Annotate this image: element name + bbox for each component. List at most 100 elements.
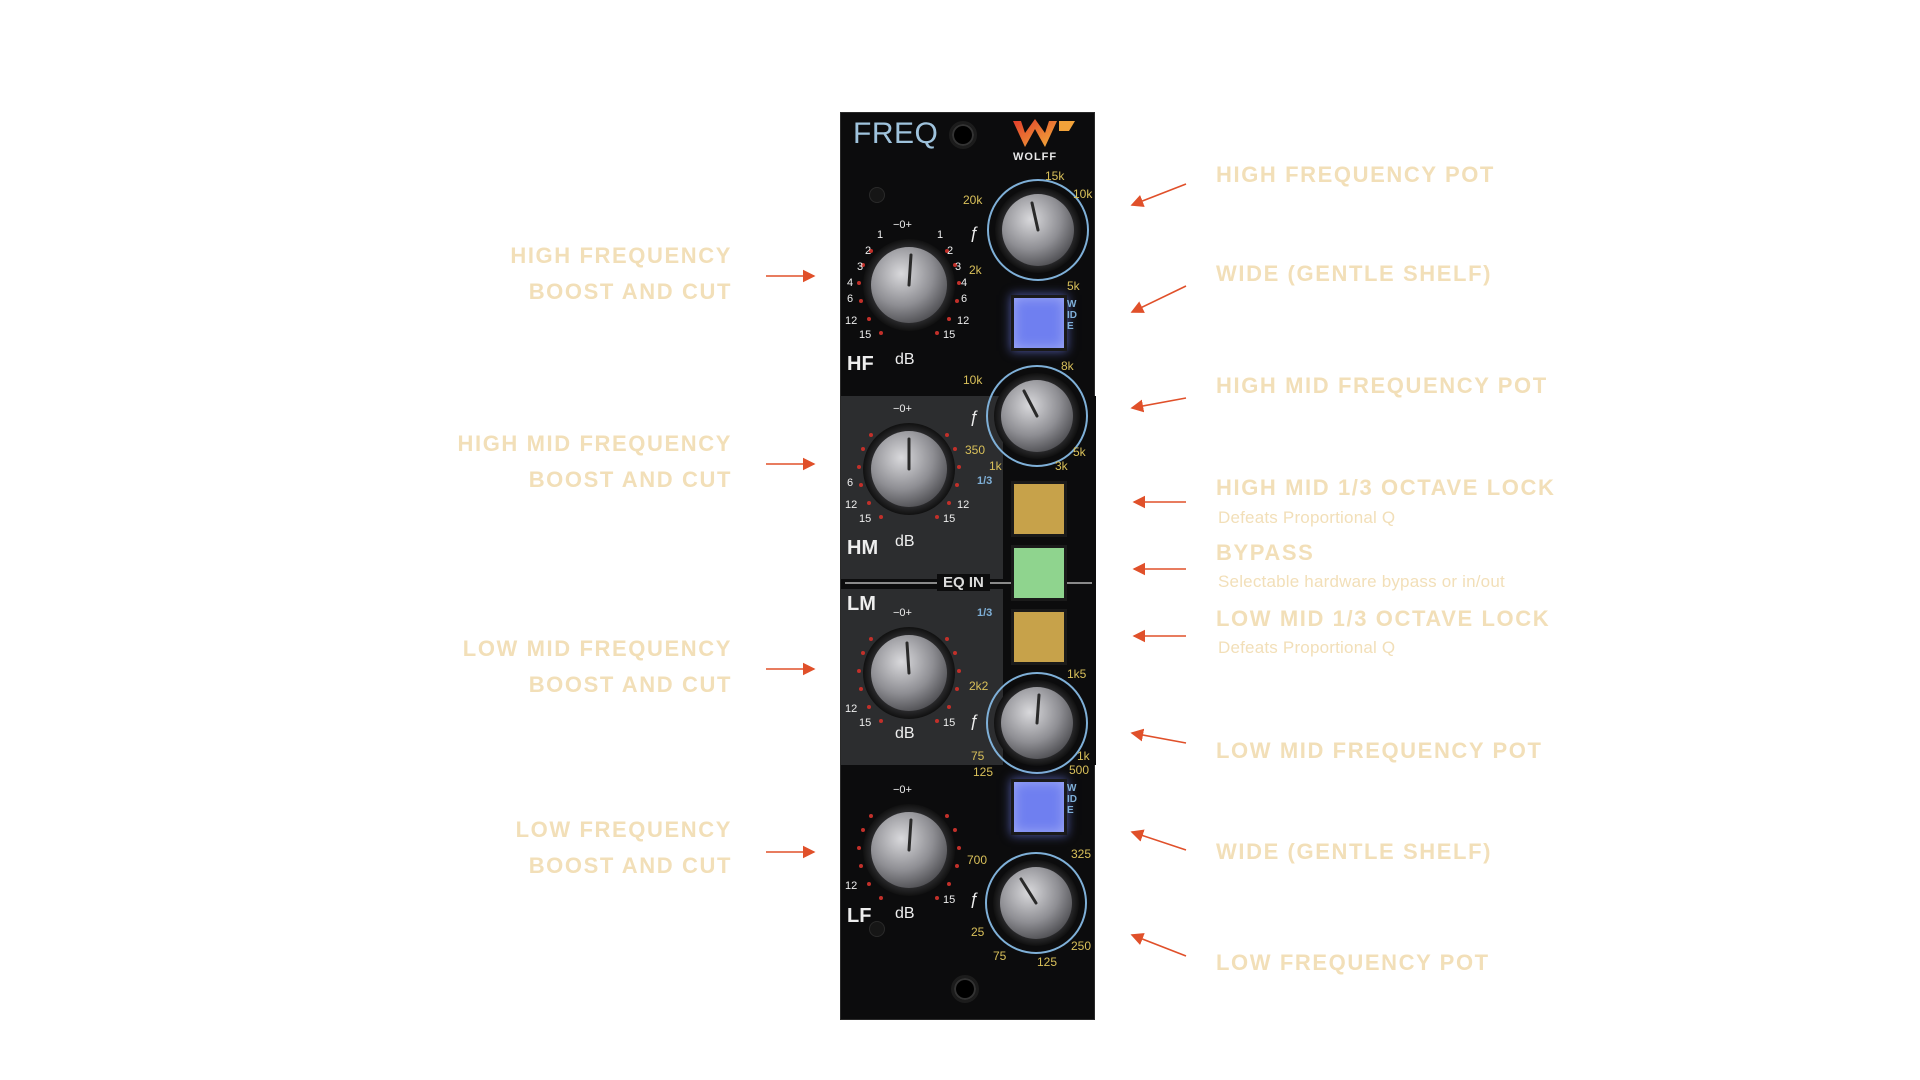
lm-freq-symbol: ƒ bbox=[969, 711, 979, 730]
hf-gain-mark-12-r: 12 bbox=[957, 315, 970, 327]
lf-freq-325: 325 bbox=[1071, 847, 1092, 861]
annotation-bypass-sub: Selectable hardware bypass or in/out bbox=[1218, 572, 1505, 591]
annotation-hf-gain-line2: BOOST AND CUT bbox=[528, 279, 732, 304]
gain-scale-dots bbox=[857, 249, 961, 900]
annotation-lf-gain-line2: BOOST AND CUT bbox=[528, 853, 732, 878]
arrow-right-9 bbox=[1130, 933, 1187, 957]
hf-gain-mark-6-r: 6 bbox=[961, 293, 968, 305]
annotation-lm-freq: LOW MID FREQUENCY POT bbox=[1216, 738, 1543, 763]
annotation-lf-gain: LOW FREQUENCY BOOST AND CUT bbox=[212, 812, 732, 884]
wolff-logo bbox=[1013, 119, 1075, 147]
lm-freq-1k: 1k bbox=[1077, 749, 1090, 763]
hm-third-octave-label: 1/3 bbox=[977, 475, 993, 487]
bottom-screw-hole bbox=[951, 975, 979, 1003]
hm-gain-center: −0+ bbox=[893, 403, 912, 415]
annotation-hm-third: HIGH MID 1/3 OCTAVE LOCK bbox=[1216, 475, 1556, 500]
hm-gain-mark-15: 15 bbox=[859, 513, 872, 525]
lf-db-label: dB bbox=[895, 905, 915, 922]
brand-label: WOLFF bbox=[1013, 151, 1058, 163]
hf-gain-mark-15-r: 15 bbox=[943, 329, 956, 341]
panel-screw-small bbox=[869, 187, 885, 203]
annotation-hf-gain: HIGH FREQUENCY BOOST AND CUT bbox=[212, 238, 732, 310]
hf-freq-15k: 15k bbox=[1045, 169, 1065, 183]
hf-gain-mark-2: 2 bbox=[865, 245, 872, 257]
hm-frequency-knob[interactable] bbox=[986, 365, 1088, 467]
knob-layer bbox=[857, 179, 1089, 954]
lm-freq-2k2: 2k2 bbox=[969, 679, 989, 693]
hf-freq-2k: 2k bbox=[969, 263, 982, 277]
lf-band-label: LF bbox=[847, 905, 872, 927]
hm-gain-mark-6: 6 bbox=[847, 477, 854, 489]
arrow-right-3 bbox=[1130, 397, 1187, 413]
hf-gain-mark-15: 15 bbox=[859, 329, 872, 341]
hf-gain-mark-12: 12 bbox=[845, 315, 858, 327]
lm-gain-mark-15: 15 bbox=[859, 717, 872, 729]
arrow-right-1 bbox=[1130, 183, 1187, 207]
annotation-lf-gain-line1: LOW FREQUENCY bbox=[515, 817, 732, 842]
lm-freq-1k5: 1k5 bbox=[1067, 667, 1087, 681]
hm-freq-5k: 5k bbox=[1073, 445, 1086, 459]
arrow-right-7 bbox=[1130, 728, 1187, 744]
hm-gain-mark-15-r: 15 bbox=[943, 513, 956, 525]
hf-freq-10k: 10k bbox=[1073, 187, 1093, 201]
annotation-hm-gain-line2: BOOST AND CUT bbox=[528, 467, 732, 492]
lf-wide-label: WIDE bbox=[1067, 783, 1077, 816]
hm-gain-mark-12: 12 bbox=[845, 499, 858, 511]
eq-in-label: EQ IN bbox=[937, 574, 990, 591]
hf-gain-center: −0+ bbox=[893, 219, 912, 231]
lm-db-label: dB bbox=[895, 725, 915, 742]
hm-band-label: HM bbox=[847, 537, 879, 559]
hf-gain-mark-3-r: 3 bbox=[955, 261, 962, 273]
arrow-right-8 bbox=[1130, 829, 1187, 851]
hm-freq-8k: 8k bbox=[1061, 359, 1074, 373]
lf-freq-125: 125 bbox=[1037, 955, 1058, 969]
lm-third-octave-label: 1/3 bbox=[977, 607, 993, 619]
panel-screw-small-bottom bbox=[869, 921, 885, 937]
hf-gain-mark-1: 1 bbox=[877, 229, 884, 241]
hf-frequency-knob[interactable] bbox=[987, 179, 1089, 281]
lf-gain-center: −0+ bbox=[893, 784, 912, 796]
hf-gain-mark-2-r: 2 bbox=[947, 245, 954, 257]
annotation-bypass: BYPASS bbox=[1216, 540, 1315, 565]
hm-gain-mark-12-r: 12 bbox=[957, 499, 970, 511]
annotation-hm-third-sub: Defeats Proportional Q bbox=[1218, 508, 1396, 527]
annotation-hf-gain-line1: HIGH FREQUENCY bbox=[510, 243, 732, 268]
lm-third-octave-button[interactable] bbox=[1011, 609, 1067, 665]
arrow-right-2 bbox=[1130, 285, 1187, 313]
annotation-lf-wide: WIDE (GENTLE SHELF) bbox=[1216, 839, 1493, 864]
hm-gain-knob[interactable] bbox=[863, 423, 955, 515]
annotation-lf-freq: LOW FREQUENCY POT bbox=[1216, 950, 1490, 975]
lm-gain-knob[interactable] bbox=[863, 627, 955, 719]
top-screw-hole bbox=[949, 121, 977, 149]
annotation-lm-gain-line1: LOW MID FREQUENCY bbox=[462, 636, 732, 661]
lm-frequency-knob[interactable] bbox=[986, 672, 1088, 774]
annotation-hm-gain-line1: HIGH MID FREQUENCY bbox=[457, 431, 732, 456]
lm-band-label: LM bbox=[847, 593, 876, 615]
eq-module-faceplate: FREQ WOLFF EQ IN bbox=[840, 112, 1096, 1020]
lf-freq-250: 250 bbox=[1071, 939, 1092, 953]
hf-gain-mark-3: 3 bbox=[857, 261, 864, 273]
annotation-lm-gain: LOW MID FREQUENCY BOOST AND CUT bbox=[212, 631, 732, 703]
hf-db-label: dB bbox=[895, 351, 915, 368]
annotation-lm-third: LOW MID 1/3 OCTAVE LOCK bbox=[1216, 606, 1551, 631]
hm-db-label: dB bbox=[895, 533, 915, 550]
hm-third-octave-button[interactable] bbox=[1011, 481, 1067, 537]
hf-freq-symbol: ƒ bbox=[969, 223, 979, 242]
hm-freq-350: 350 bbox=[965, 443, 986, 457]
annotation-hm-freq: HIGH MID FREQUENCY POT bbox=[1216, 373, 1548, 398]
hf-gain-mark-6: 6 bbox=[847, 293, 854, 305]
hf-band-label: HF bbox=[847, 353, 874, 375]
hm-freq-1k: 1k bbox=[989, 459, 1002, 473]
hf-wide-button[interactable] bbox=[1011, 295, 1067, 351]
hm-freq-3k: 3k bbox=[1055, 459, 1068, 473]
hf-freq-5k: 5k bbox=[1067, 279, 1080, 293]
hf-gain-mark-4-r: 4 bbox=[961, 277, 968, 289]
lf-wide-button[interactable] bbox=[1011, 779, 1067, 835]
lf-frequency-knob[interactable] bbox=[985, 852, 1087, 954]
lf-gain-knob[interactable] bbox=[863, 804, 955, 896]
bypass-button[interactable] bbox=[1011, 545, 1067, 601]
lm-gain-mark-12: 12 bbox=[845, 703, 858, 715]
hf-gain-knob[interactable] bbox=[863, 239, 955, 331]
